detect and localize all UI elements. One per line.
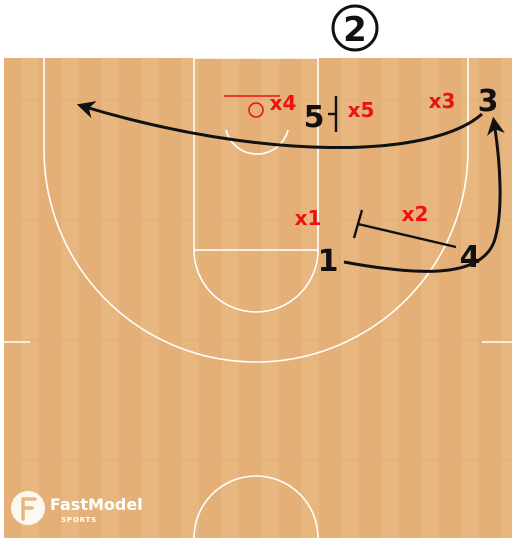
defense-x4: x4 — [270, 91, 297, 115]
court-floor — [4, 58, 512, 538]
step-number: 2 — [343, 10, 367, 50]
step-number-circle — [331, 4, 379, 52]
screen-5 — [328, 96, 338, 132]
fastmodel-logo: FastModel SPORTS — [11, 491, 143, 525]
logo-f-glyph — [21, 497, 37, 521]
three-point-line — [43, 58, 469, 363]
cut-arrow-3-to-corner — [76, 101, 483, 150]
cut-arrow-1-to-3 — [343, 116, 505, 273]
court — [4, 57, 512, 539]
logo-sub: SPORTS — [61, 516, 97, 524]
center-circle — [193, 475, 319, 539]
free-throw-circle — [193, 249, 319, 313]
offense-player-1: 1 — [318, 244, 339, 279]
defense-x3: x3 — [429, 89, 456, 113]
offense-player-3: 3 — [478, 84, 499, 119]
offense-player-4: 4 — [460, 240, 481, 275]
screen-4 — [352, 209, 457, 249]
defense-x2: x2 — [402, 202, 429, 226]
offense-player-5: 5 — [304, 100, 325, 135]
paint-lane — [193, 57, 319, 251]
defense-x5: x5 — [348, 98, 375, 122]
logo-brand: FastModel — [50, 495, 143, 514]
basket-rim — [248, 102, 264, 118]
defense-x1: x1 — [295, 206, 322, 230]
